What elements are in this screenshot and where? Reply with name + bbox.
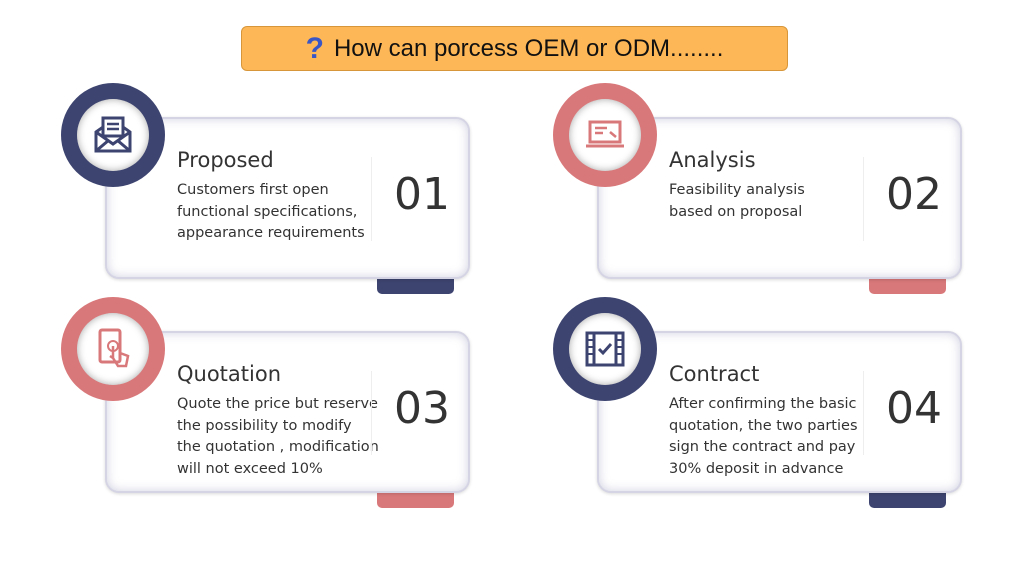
desc-line: appearance requirements [177,225,365,241]
desc-line: After confirming the basic [669,396,857,412]
title-banner: ? How can porcess OEM or ODM........ [241,26,788,71]
divider [371,371,372,455]
desc-line: Feasibility analysis [669,182,805,198]
desc-line: Customers first open [177,182,329,198]
step-description: Customers first open functional specific… [177,180,387,245]
step-title: Quotation [177,362,282,386]
banner-title: How can porcess OEM or ODM........ [333,34,724,62]
step-description: Quote the price but reserve the possibil… [177,394,387,480]
card-tab [377,493,454,508]
step-number: 01 [394,169,450,220]
icon-circle [553,83,657,187]
step-card-proposed: Proposed Customers first open functional… [105,117,470,279]
icon-circle [61,297,165,401]
card-tab [869,493,946,508]
step-number: 03 [394,383,450,434]
step-card-analysis: Analysis Feasibility analysis based on p… [597,117,962,279]
desc-line: the quotation , modification [177,439,379,455]
card-tab [377,279,454,294]
open-envelope-icon [94,116,132,153]
desc-line: sign the contract and pay [669,439,856,455]
touch-phone-icon [98,328,130,368]
desc-line: quotation, the two parties [669,417,858,434]
icon-circle [553,297,657,401]
desc-line: the possibility to modify [177,417,352,434]
step-number: 02 [886,169,942,220]
laptop-icon [586,120,624,148]
card-tab [869,279,946,294]
step-description: Feasibility analysis based on proposal [669,180,879,223]
desc-line: 30% deposit in advance [669,460,844,477]
step-card-contract: Contract After confirming the basic quot… [597,331,962,493]
step-description: After confirming the basic quotation, th… [669,394,879,480]
step-title: Analysis [669,148,756,172]
divider [863,371,864,455]
icon-circle [61,83,165,187]
step-title: Contract [669,362,760,386]
desc-line: functional specifications, [177,203,358,220]
divider [371,157,372,241]
question-mark-icon: ? [305,31,324,65]
step-title: Proposed [177,148,274,172]
step-number: 04 [886,383,942,434]
desc-line: will not exceed 10% [177,460,323,477]
film-check-icon [585,331,625,367]
step-card-quotation: Quotation Quote the price but reserve th… [105,331,470,493]
divider [863,157,864,241]
desc-line: Quote the price but reserve [177,396,378,412]
desc-line: based on proposal [669,203,803,220]
